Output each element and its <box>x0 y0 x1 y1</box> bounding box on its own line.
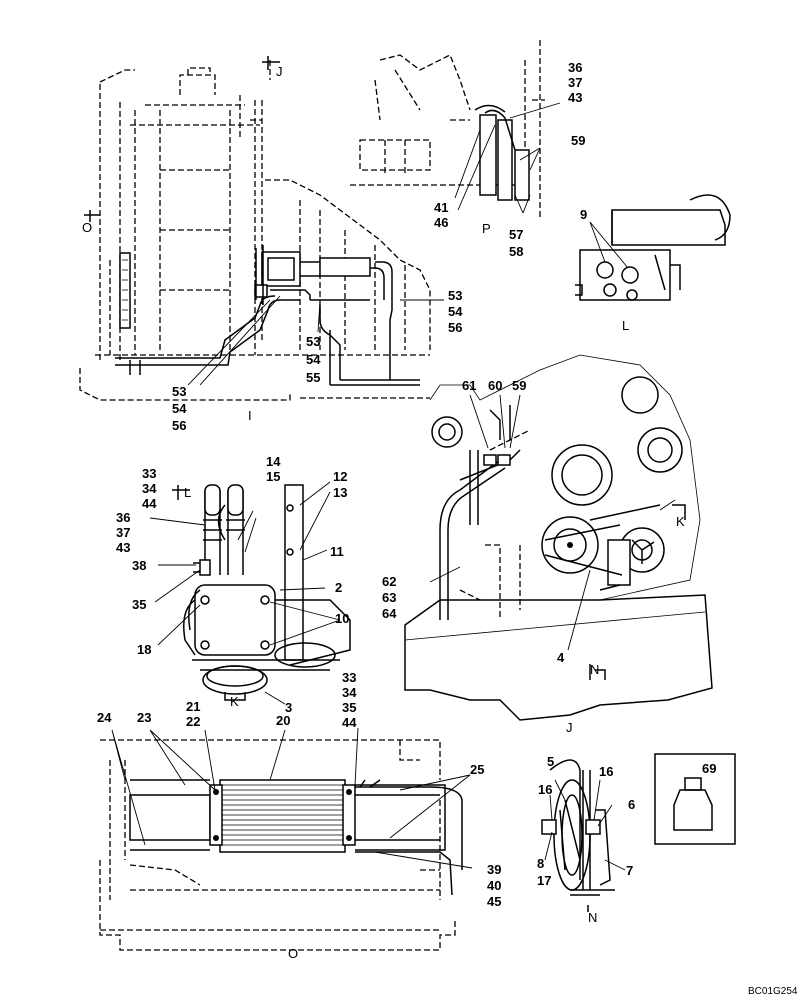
callout-53-i-left: 53 <box>172 384 186 399</box>
callout-6: 6 <box>628 797 635 812</box>
view-label-n: N <box>588 910 597 925</box>
callout-62: 62 <box>382 574 396 589</box>
callout-63: 63 <box>382 590 396 605</box>
drawing-code: BC01G254 <box>748 986 798 997</box>
callout-23: 23 <box>137 710 151 725</box>
view-i-engine-side <box>79 56 444 401</box>
part-69-refrigerant-oil-box <box>654 753 736 845</box>
view-p-hose-connections <box>350 40 561 220</box>
callout-37-k: 37 <box>116 525 130 540</box>
callout-56-i-right: 56 <box>448 320 462 335</box>
callout-69: 69 <box>702 761 716 776</box>
callout-24: 24 <box>97 710 112 725</box>
callout-59-j: 59 <box>512 378 526 393</box>
callout-44-k: 44 <box>142 496 157 511</box>
callout-35-k: 35 <box>132 597 146 612</box>
callout-38: 38 <box>132 558 146 573</box>
callout-54-i-right: 54 <box>448 304 463 319</box>
callout-41: 41 <box>434 200 448 215</box>
callout-53-i-mid: 53 <box>306 334 320 349</box>
view-ref-l: L <box>184 485 191 500</box>
callout-61: 61 <box>462 378 476 393</box>
callout-16-right: 16 <box>599 764 613 779</box>
view-ref-n: N <box>590 662 599 677</box>
callout-2: 2 <box>335 580 342 595</box>
view-i-compressor <box>254 245 371 305</box>
view-ref-o: O <box>82 220 92 235</box>
view-n-pulley <box>541 759 626 912</box>
view-l-compressor-bracket <box>575 194 731 301</box>
callout-3: 3 <box>285 700 292 715</box>
callout-7: 7 <box>626 863 633 878</box>
callout-9: 9 <box>580 207 587 222</box>
callout-44-k2: 44 <box>342 715 357 730</box>
callout-58: 58 <box>509 244 523 259</box>
view-label-j: J <box>566 720 573 735</box>
callout-22: 22 <box>186 714 200 729</box>
callout-56-i-left: 56 <box>172 418 186 433</box>
callout-54-i-left: 54 <box>172 401 187 416</box>
view-label-l: L <box>622 318 629 333</box>
callout-4: 4 <box>557 650 565 665</box>
view-label-k: K <box>230 694 239 709</box>
callout-34-k2: 34 <box>342 685 357 700</box>
callout-46: 46 <box>434 215 448 230</box>
callout-8: 8 <box>537 856 544 871</box>
view-j-engine-front <box>404 354 713 721</box>
callout-15: 15 <box>266 469 280 484</box>
callout-55-i-mid: 55 <box>306 370 320 385</box>
callout-37-p: 37 <box>568 75 582 90</box>
callout-17: 17 <box>537 873 551 888</box>
callout-5: 5 <box>547 754 554 769</box>
callout-57: 57 <box>509 227 523 242</box>
view-o-condenser <box>99 727 473 951</box>
callout-45: 45 <box>487 894 501 909</box>
callout-34-k: 34 <box>142 481 157 496</box>
callout-labels: 36 37 43 59 41 46 57 58 P 9 L 53 54 56 5… <box>82 60 798 997</box>
callout-10: 10 <box>335 611 349 626</box>
callout-36-p: 36 <box>568 60 582 75</box>
callout-14: 14 <box>266 454 281 469</box>
callout-18: 18 <box>137 642 151 657</box>
callout-13: 13 <box>333 485 347 500</box>
callout-11: 11 <box>330 544 344 559</box>
callout-33-k: 33 <box>142 466 156 481</box>
view-label-o: O <box>288 946 298 961</box>
callout-20: 20 <box>276 713 290 728</box>
callout-16-left: 16 <box>538 782 552 797</box>
callout-43-p: 43 <box>568 90 582 105</box>
callout-60: 60 <box>488 378 502 393</box>
callout-25: 25 <box>470 762 484 777</box>
callout-39: 39 <box>487 862 501 877</box>
callout-33-k2: 33 <box>342 670 356 685</box>
view-ref-j: J <box>276 64 283 79</box>
callout-43-k: 43 <box>116 540 130 555</box>
callout-21: 21 <box>186 699 200 714</box>
view-label-p: P <box>482 221 491 236</box>
callout-12: 12 <box>333 469 347 484</box>
view-label-i: I <box>248 408 252 423</box>
callout-54-i-mid: 54 <box>306 352 321 367</box>
callout-53-i-right: 53 <box>448 288 462 303</box>
callout-64: 64 <box>382 606 397 621</box>
callout-59-p: 59 <box>571 133 585 148</box>
view-ref-k: K <box>676 514 685 529</box>
callout-35-k2: 35 <box>342 700 356 715</box>
callout-36-k: 36 <box>116 510 130 525</box>
view-k-compressor-detail <box>149 481 351 705</box>
callout-40: 40 <box>487 878 501 893</box>
